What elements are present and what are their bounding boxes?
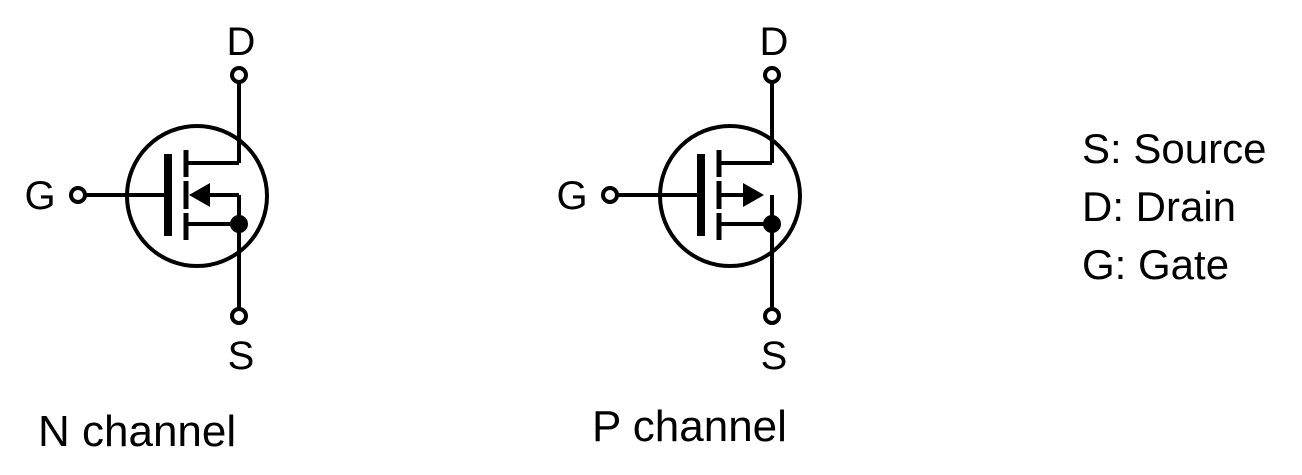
p-channel-gate-terminal <box>601 186 619 204</box>
n-channel-symbol <box>69 66 269 325</box>
legend-item-drain: D: Drain <box>1082 183 1237 230</box>
p-channel-junction-dot <box>763 215 781 233</box>
terminal-legend: S: Source D: Drain G: Gate <box>1082 120 1297 294</box>
n-channel-gate-terminal <box>69 186 87 204</box>
n-channel-junction-dot <box>230 215 248 233</box>
p-channel-source-terminal <box>763 307 781 325</box>
p-channel-drain-terminal <box>763 66 781 84</box>
n-channel-source-label: S <box>227 334 255 378</box>
legend-item-source: S: Source <box>1082 125 1267 172</box>
n-channel-drain-label: D <box>226 20 256 64</box>
p-channel-source-label: S <box>760 334 788 378</box>
n-channel-arrow-icon <box>189 183 210 207</box>
p-channel-symbol <box>601 66 802 325</box>
p-channel-drain-label: D <box>759 20 789 64</box>
n-channel-gate-label: G <box>24 174 56 218</box>
n-channel-source-terminal <box>230 307 248 325</box>
p-channel-arrow-icon <box>743 183 764 207</box>
p-channel-gate-label: G <box>556 174 588 218</box>
p-channel-caption: P channel <box>592 402 787 451</box>
legend-item-gate: G: Gate <box>1082 241 1230 288</box>
n-channel-drain-terminal <box>230 66 248 84</box>
n-channel-caption: N channel <box>38 407 237 456</box>
